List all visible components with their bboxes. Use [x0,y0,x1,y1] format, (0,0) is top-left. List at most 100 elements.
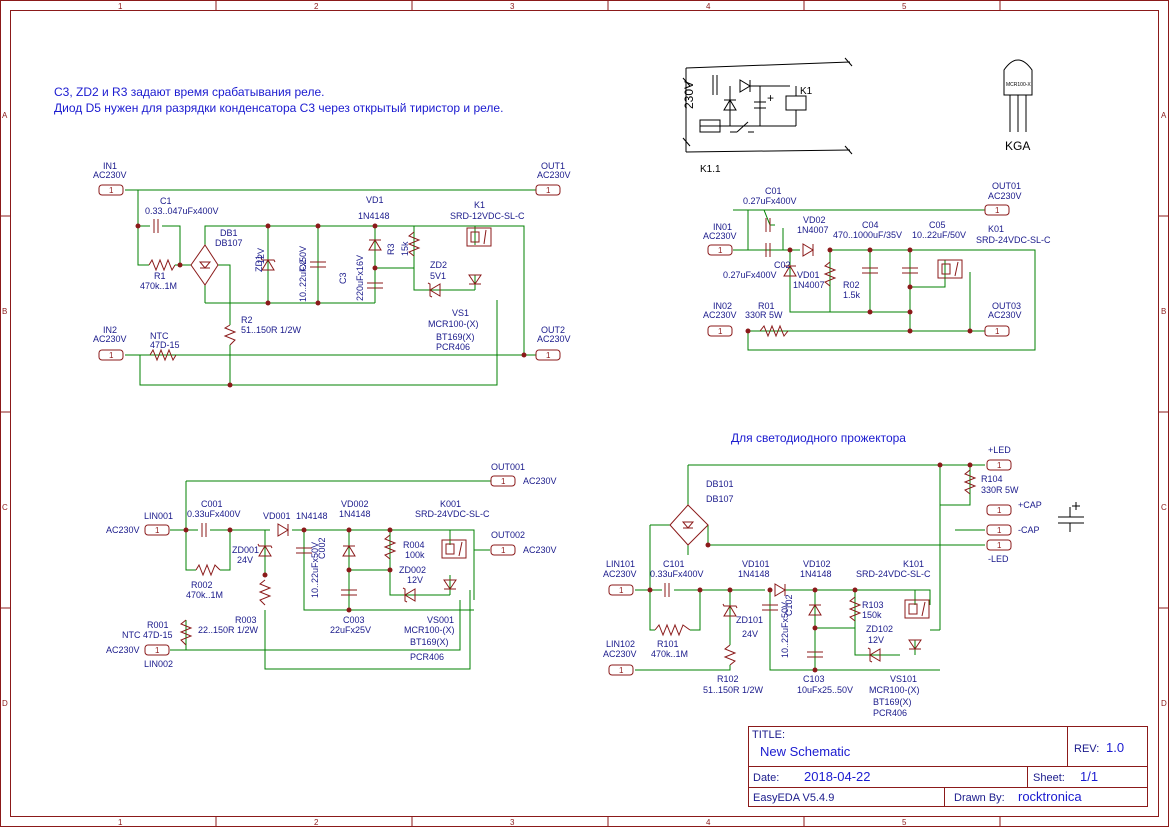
svg-text:10..22uFx50V: 10..22uFx50V [310,542,320,598]
svg-text:VD101: VD101 [742,559,770,569]
svg-text:+CAP: +CAP [1018,500,1042,510]
package-kga: MCR100-X KGA [1003,59,1033,153]
svg-text:470k..1M: 470k..1M [651,649,688,659]
circuit-1: 1 1 1 1 IN1 AC2 [93,161,571,388]
svg-text:R003: R003 [235,615,257,625]
svg-text:DB107: DB107 [706,494,734,504]
svg-text:C001: C001 [201,499,223,509]
svg-text:C101: C101 [663,559,685,569]
svg-text:R103: R103 [862,600,884,610]
svg-text:24V: 24V [742,629,758,639]
svg-text:330R 5W: 330R 5W [981,485,1019,495]
svg-text:10..22uFx50V: 10..22uFx50V [780,602,790,658]
circuit-3: 1 1 1 1 OUT001 AC230V LIN001 AC230V C001… [106,462,557,670]
svg-text:C04: C04 [862,220,879,230]
package-name: KGA [1005,139,1030,153]
svg-text:24V: 24V [237,555,253,565]
svg-text:AC230V: AC230V [523,476,557,486]
col-label: 4 [706,818,711,827]
svg-text:ZD101: ZD101 [736,615,763,625]
svg-text:VD102: VD102 [803,559,831,569]
svg-text:C02: C02 [774,260,791,270]
svg-text:BT169(X): BT169(X) [873,697,912,707]
row-label: B [1161,307,1166,316]
svg-text:+: + [767,91,774,105]
rev-label: REV: [1074,743,1099,755]
svg-text:OUT03: OUT03 [992,301,1021,311]
svg-text:1N4148: 1N4148 [296,511,328,521]
col-label: 2 [314,2,319,11]
svg-text:51..150R 1/2W: 51..150R 1/2W [241,325,302,335]
svg-text:-LED: -LED [988,554,1009,564]
svg-text:DB1: DB1 [220,228,238,238]
svg-text:R004: R004 [403,540,425,550]
col-label: 5 [902,818,907,827]
svg-text:AC230V: AC230V [703,231,737,241]
svg-text:1: 1 [155,526,160,535]
svg-text:K001: K001 [440,499,461,509]
svg-text:ZD001: ZD001 [232,545,259,555]
tool-version: EasyEDA V5.4.9 [753,792,834,804]
note-line-2: Диод D5 нужен для разрядки конденсатора … [54,101,503,115]
circuit-2: 1 1 1 1 C01 0.27uFx400V IN01 AC230V OUT0… [703,181,1051,351]
svg-text:220uFx16V: 220uFx16V [355,255,365,301]
svg-text:SRD-12VDC-SL-C: SRD-12VDC-SL-C [450,211,525,221]
svg-text:100k: 100k [405,550,425,560]
svg-text:12V: 12V [407,575,423,585]
sheet-label: Sheet: [1033,772,1065,784]
svg-text:C1: C1 [160,196,172,206]
svg-text:1: 1 [718,246,723,255]
svg-text:AC230V: AC230V [703,310,737,320]
svg-text:VD02: VD02 [803,215,826,225]
row-label: D [1161,699,1167,708]
note-line-1: C3, ZD2 и R3 задают время срабатывания р… [54,85,324,99]
svg-text:LIN102: LIN102 [606,639,635,649]
svg-text:VD1: VD1 [366,195,384,205]
col-label: 1 [118,2,123,11]
sketch-contact: K1.1 [700,164,721,175]
svg-text:IN1: IN1 [103,161,117,171]
svg-text:ZD102: ZD102 [866,624,893,634]
svg-text:C3: C3 [338,272,348,284]
svg-text:51..150R 1/2W: 51..150R 1/2W [703,685,764,695]
svg-text:AC230V: AC230V [106,525,140,535]
svg-text:1: 1 [619,586,624,595]
col-label: 1 [118,818,123,827]
svg-text:DB101: DB101 [706,479,734,489]
svg-text:0.27uFx400V: 0.27uFx400V [743,196,797,206]
svg-text:SRD-24VDC-SL-C: SRD-24VDC-SL-C [415,509,490,519]
svg-text:VS1: VS1 [452,308,469,318]
sketch-circuit: + 230V K1 K1.1 [682,57,853,175]
svg-text:0.27uFx400V: 0.27uFx400V [723,270,777,280]
svg-text:MCR100-X: MCR100-X [1006,82,1031,88]
svg-text:C103: C103 [803,674,825,684]
row-label: D [2,699,8,708]
svg-text:OUT1: OUT1 [541,161,565,171]
svg-text:1: 1 [109,351,114,360]
svg-text:AC230V: AC230V [106,645,140,655]
svg-text:SRD-24VDC-SL-C: SRD-24VDC-SL-C [976,235,1051,245]
svg-text:10..22uFx50V: 10..22uFx50V [298,246,308,302]
svg-text:10..22uF/50V: 10..22uF/50V [912,230,966,240]
svg-text:IN02: IN02 [713,301,732,311]
title-label: TITLE: [752,729,785,741]
svg-text:R02: R02 [843,280,860,290]
svg-text:1: 1 [997,541,1002,550]
note-projector: Для светодиодного прожектора [731,431,906,445]
svg-text:R3: R3 [386,243,396,255]
svg-text:15k: 15k [400,241,410,256]
svg-text:K01: K01 [988,224,1004,234]
svg-text:AC230V: AC230V [988,310,1022,320]
svg-text:VD01: VD01 [797,270,820,280]
svg-text:AC230V: AC230V [988,191,1022,201]
title-block: TITLE: New Schematic REV: 1.0 Date: 2018… [748,726,1148,807]
drawn-label: Drawn By: [954,792,1005,804]
svg-text:0.33..047uFx400V: 0.33..047uFx400V [145,206,219,216]
svg-text:AC230V: AC230V [603,569,637,579]
svg-text:NTC: NTC [150,331,169,341]
svg-text:470k..1M: 470k..1M [186,590,223,600]
svg-text:PCR406: PCR406 [436,342,470,352]
col-label: 4 [706,2,711,11]
